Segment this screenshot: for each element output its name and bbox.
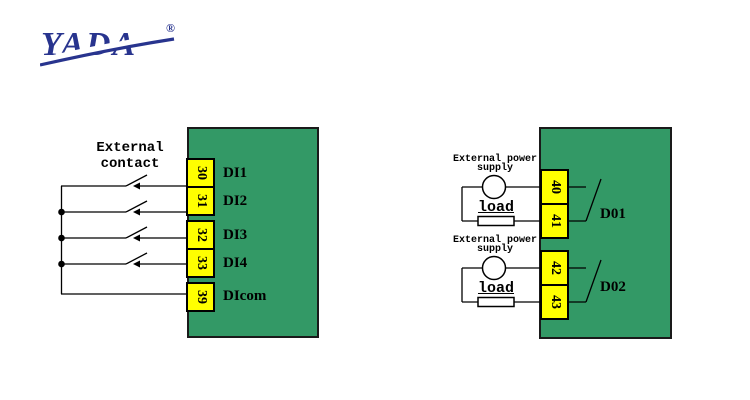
load-resistor-symbol — [477, 215, 515, 227]
load-resistor-symbol — [477, 296, 515, 308]
load-label-1: load — [477, 199, 514, 216]
logo-swoosh-icon — [39, 37, 175, 67]
external-contact-switch-di3 — [61, 226, 195, 242]
power-supply-symbol — [481, 255, 507, 281]
terminal-41: 41 — [540, 203, 569, 239]
terminal-32: 32 — [186, 220, 215, 250]
external-contact-switch-di2 — [61, 200, 195, 216]
external-power-supply-label-1: External power supply — [450, 154, 540, 174]
junction-dot — [58, 234, 65, 242]
terminal-33: 33 — [186, 248, 215, 278]
power-supply-symbol — [481, 174, 507, 200]
supply-label-line2: supply — [476, 163, 513, 174]
terminal-33-number: 33 — [193, 256, 209, 270]
terminal-30: 30 — [186, 158, 215, 188]
external-power-supply-label-2: External power supply — [450, 235, 540, 255]
external-contact-line1: External — [96, 140, 164, 156]
external-contact-switch-di4 — [61, 252, 195, 268]
external-contact-line2: contact — [100, 156, 160, 172]
terminal-40: 40 — [540, 169, 569, 205]
external-contact-label: External contact — [85, 140, 175, 172]
contact-arrow-icon — [133, 260, 140, 268]
terminal-43: 43 — [540, 284, 569, 320]
load-label-2: load — [477, 280, 514, 297]
terminal-41-number: 41 — [547, 214, 563, 228]
external-contact-switch-di1 — [61, 174, 195, 190]
do2-relay-label: D02 — [600, 279, 626, 295]
do1-relay-label: D01 — [600, 206, 626, 222]
terminal-31-number: 31 — [193, 194, 209, 208]
terminal-42: 42 — [540, 250, 569, 286]
di2-function-label: DI2 — [223, 193, 248, 209]
yada-logo-graphic: YADA ® — [39, 21, 175, 67]
supply-label-line1: External power — [452, 154, 537, 165]
di3-function-label: DI3 — [223, 227, 248, 243]
logo-swoosh-cutout — [39, 34, 167, 64]
registered-trademark-icon: ® — [166, 21, 175, 35]
terminal-32-number: 32 — [193, 228, 209, 242]
contact-arrow-icon — [133, 182, 140, 190]
terminal-42-number: 42 — [547, 261, 563, 275]
terminal-31: 31 — [186, 186, 215, 216]
junction-dot — [58, 260, 65, 268]
yada-logo: YADA ® — [39, 16, 185, 70]
supply-label-line1: External power — [452, 235, 537, 246]
contact-arrow-icon — [133, 208, 140, 216]
terminal-39: 39 — [186, 282, 215, 312]
terminal-39-number: 39 — [193, 290, 209, 304]
dicom-function-label: DIcom — [223, 288, 267, 304]
terminal-40-number: 40 — [547, 180, 563, 194]
supply-label-line2: supply — [476, 244, 513, 255]
junction-dot — [58, 208, 65, 216]
di4-function-label: DI4 — [223, 255, 248, 271]
contact-arrow-icon — [133, 234, 140, 242]
terminal-43-number: 43 — [547, 295, 563, 309]
di1-function-label: DI1 — [223, 165, 248, 181]
terminal-30-number: 30 — [193, 166, 209, 180]
